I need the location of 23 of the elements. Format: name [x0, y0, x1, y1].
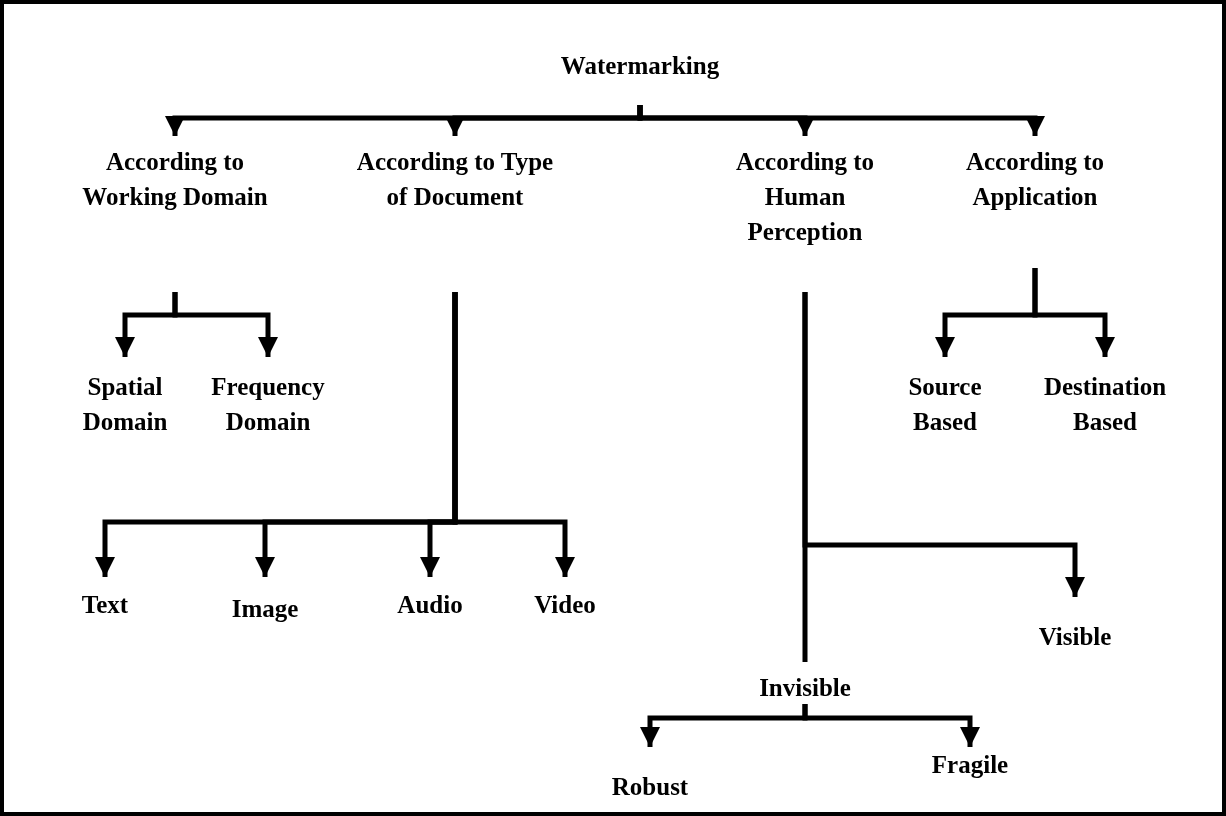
arrow	[452, 292, 575, 577]
node-label: According to Type of Document	[355, 147, 555, 212]
node-label: Visible	[1038, 622, 1112, 652]
node-label: Image	[231, 594, 299, 624]
node-label: According to Application	[964, 147, 1106, 212]
node-label: According to Human Perception	[734, 147, 876, 247]
node-label: Audio	[397, 590, 463, 620]
node-label: Fragile	[931, 750, 1009, 780]
node-label: Invisible	[759, 673, 851, 703]
node-label: Destination Based	[1042, 372, 1168, 437]
arrow	[802, 704, 980, 747]
node-label: Spatial Domain	[81, 372, 169, 437]
arrow	[172, 292, 278, 357]
node-label: Robust	[611, 772, 689, 802]
node-label: Source Based	[907, 372, 983, 437]
arrow	[1032, 268, 1115, 357]
node-label: Frequency Domain	[210, 372, 326, 437]
node-label: Watermarking	[560, 51, 720, 81]
node-label: Video	[534, 590, 596, 620]
node-label: Text	[81, 590, 129, 620]
connector-line	[802, 292, 808, 662]
node-label: According to Working Domain	[81, 147, 269, 212]
arrow	[637, 105, 1045, 136]
